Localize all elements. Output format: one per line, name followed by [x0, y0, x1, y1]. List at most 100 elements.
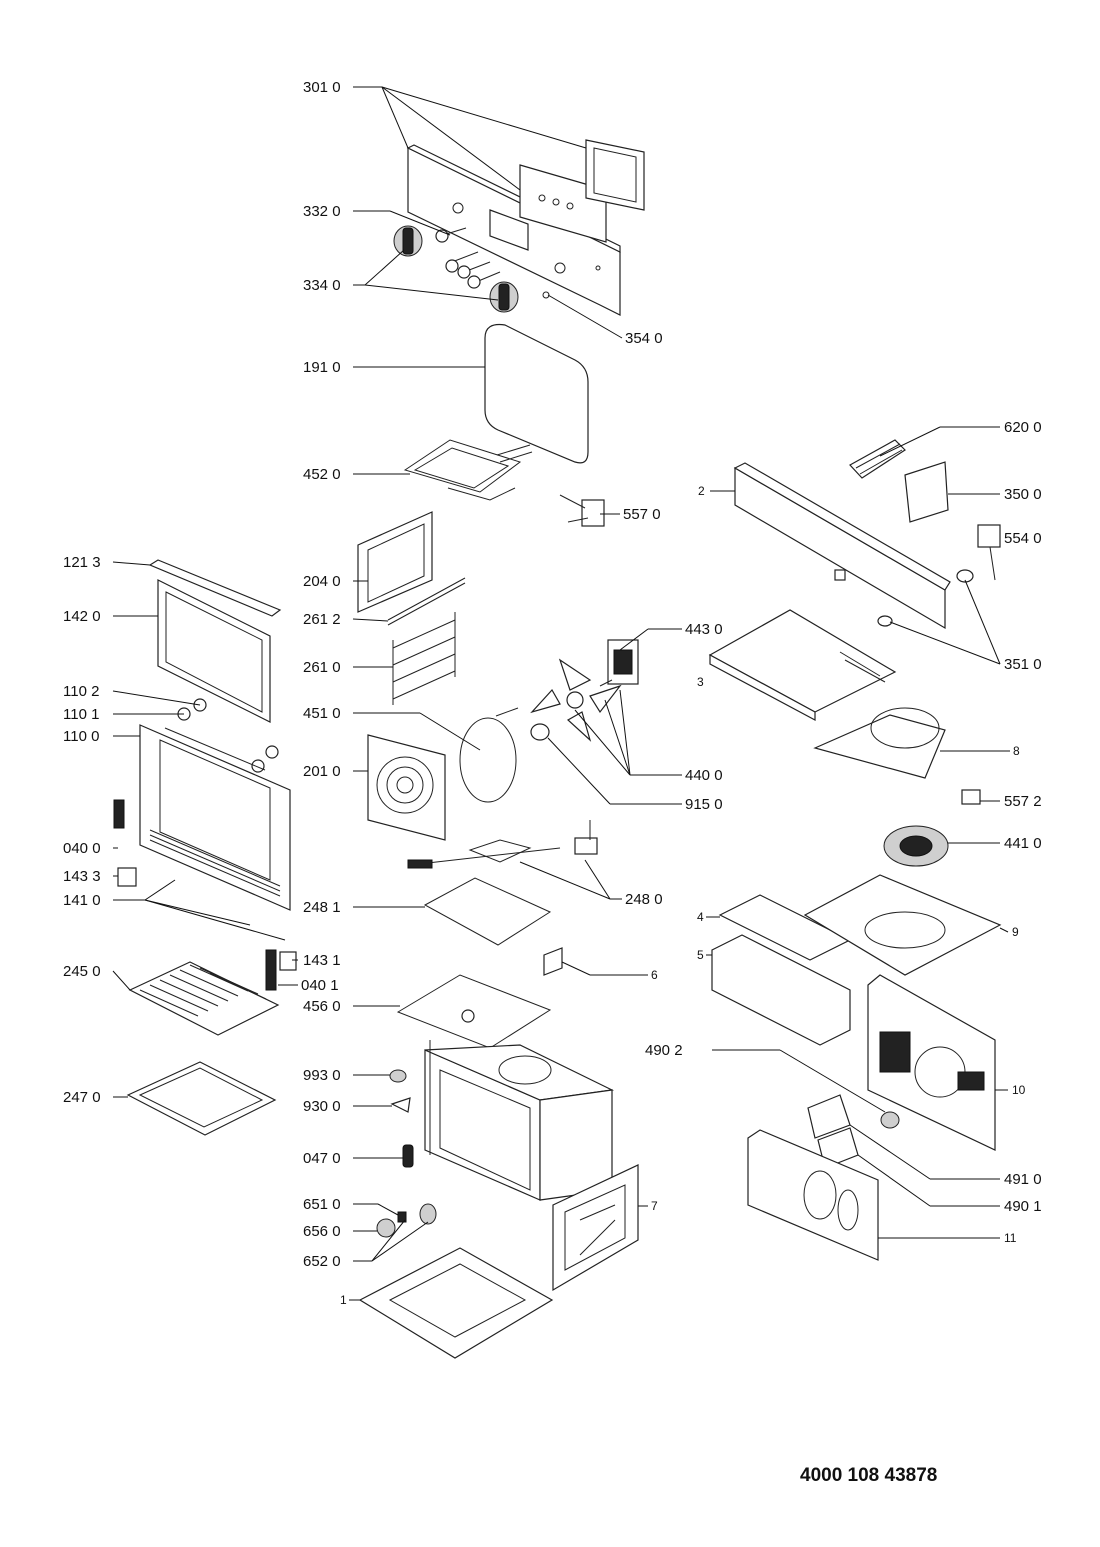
top-heating-element	[403, 439, 533, 501]
hinge-bracket-left	[117, 867, 137, 887]
label-332-0: 332 0	[303, 203, 341, 220]
outer-door-glass	[157, 579, 271, 723]
rear-bracket	[357, 511, 433, 613]
part-labels: 301 0 332 0 334 0 354 0 191 0 452 0 557 …	[63, 79, 1042, 1307]
lamp-cover	[376, 1218, 396, 1238]
lamp-lens	[397, 1211, 407, 1223]
hinge-bracket-right	[279, 951, 297, 971]
label-9: 9	[1012, 925, 1019, 939]
rotisserie-motor	[559, 494, 605, 527]
label-248-1: 248 1	[303, 899, 341, 916]
terminal-block	[849, 439, 906, 479]
label-6: 6	[651, 968, 658, 982]
label-451-0: 451 0	[303, 705, 341, 722]
door-seal	[484, 323, 589, 464]
shelf-rail-top	[387, 577, 466, 626]
fan-cover	[367, 734, 446, 841]
thermal-cutout	[961, 789, 981, 805]
knob-left	[393, 225, 423, 257]
top-cover	[708, 609, 897, 721]
door-catch	[402, 1144, 414, 1168]
label-491-0: 491 0	[1004, 1171, 1042, 1188]
label-201-0: 201 0	[303, 763, 341, 780]
label-351-0: 351 0	[1004, 656, 1042, 673]
control-panel	[406, 144, 621, 316]
fan-nut	[530, 723, 550, 741]
label-121-3: 121 3	[63, 554, 101, 571]
lamp-holder	[389, 1069, 407, 1083]
base-cover	[803, 874, 1002, 976]
oven-bottom-panel	[358, 1247, 554, 1359]
label-490-1: 490 1	[1004, 1198, 1042, 1215]
label-3: 3	[697, 675, 704, 689]
label-261-2: 261 2	[303, 611, 341, 628]
label-915-0: 915 0	[685, 796, 723, 813]
rear-mounting-panel	[747, 1129, 879, 1261]
label-7: 7	[651, 1199, 658, 1213]
lamp-socket	[419, 1203, 437, 1225]
label-247-0: 247 0	[63, 1089, 101, 1106]
label-040-1: 040 1	[301, 977, 339, 994]
label-441-0: 441 0	[1004, 835, 1042, 852]
shelf-supports	[392, 612, 456, 705]
baking-tray	[126, 1061, 277, 1136]
label-110-2: 110 2	[63, 683, 99, 700]
label-651-0: 651 0	[303, 1196, 341, 1213]
lower-element-bracket	[543, 947, 563, 976]
label-040-0: 040 0	[63, 840, 101, 857]
label-301-0: 301 0	[303, 79, 341, 96]
label-143-3: 143 3	[63, 868, 101, 885]
label-191-0: 191 0	[303, 359, 341, 376]
rotisserie-spit	[407, 820, 598, 869]
lower-heating-element	[396, 974, 552, 1049]
control-knob-small	[880, 1111, 900, 1129]
label-1: 1	[340, 1293, 347, 1307]
lamp-clip	[390, 1097, 411, 1113]
label-554-0: 554 0	[1004, 530, 1042, 547]
circular-heating-element	[459, 707, 519, 803]
label-452-0: 452 0	[303, 466, 341, 483]
rear-cooling-panel	[867, 974, 996, 1151]
label-354-0: 354 0	[625, 330, 663, 347]
thermostat	[977, 524, 1001, 581]
fan-motor	[599, 639, 639, 687]
label-652-0: 652 0	[303, 1253, 341, 1270]
label-110-1: 110 1	[63, 706, 99, 723]
label-443-0: 443 0	[685, 621, 723, 638]
oven-rear-panel	[552, 1164, 639, 1292]
electronic-timer	[904, 461, 949, 523]
label-204-0: 204 0	[303, 573, 341, 590]
label-142-0: 142 0	[63, 608, 101, 625]
hinge-left	[113, 799, 125, 829]
hinge-right	[265, 949, 277, 991]
label-047-0: 047 0	[303, 1150, 341, 1167]
label-557-0: 557 0	[623, 506, 661, 523]
label-440-0: 440 0	[685, 767, 723, 784]
door-trim-top	[148, 559, 282, 617]
cooling-fan-housing	[813, 707, 946, 779]
control-bracket	[733, 462, 951, 630]
label-245-0: 245 0	[63, 963, 101, 980]
knob-shafts	[435, 227, 501, 289]
label-141-0: 141 0	[63, 892, 101, 909]
label-656-0: 656 0	[303, 1223, 341, 1240]
temperature-sensor	[877, 569, 974, 627]
label-143-1: 143 1	[303, 952, 341, 969]
cooling-fan-motor	[883, 825, 949, 867]
label-2: 2	[698, 484, 705, 498]
inner-door-frame	[139, 724, 291, 911]
label-110-0: 110 0	[63, 728, 99, 745]
label-334-0: 334 0	[303, 277, 341, 294]
label-5: 5	[697, 948, 704, 962]
leader-lines	[112, 86, 1010, 1301]
label-350-0: 350 0	[1004, 486, 1042, 503]
label-261-0: 261 0	[303, 659, 341, 676]
label-10: 10	[1012, 1083, 1026, 1097]
label-620-0: 620 0	[1004, 419, 1042, 436]
label-8: 8	[1013, 744, 1020, 758]
label-930-0: 930 0	[303, 1098, 341, 1115]
display-frame	[585, 139, 645, 211]
label-490-2: 490 2	[645, 1042, 683, 1059]
label-456-0: 456 0	[303, 998, 341, 1015]
